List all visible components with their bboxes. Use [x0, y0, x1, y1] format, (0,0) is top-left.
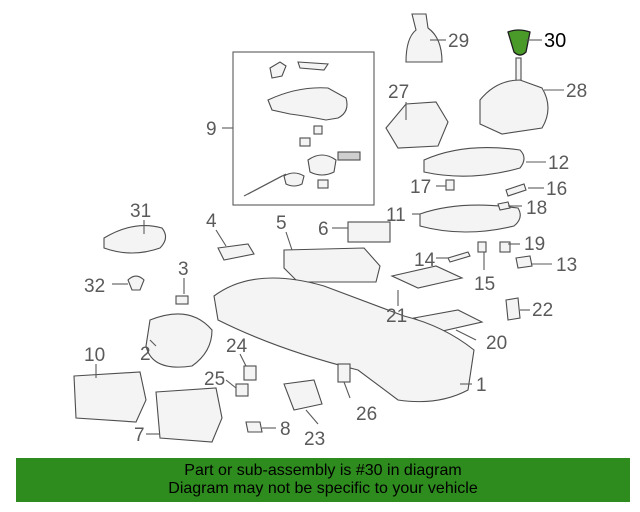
callout-31: 31	[130, 201, 151, 222]
callout-30: 30	[544, 30, 566, 52]
part-16	[505, 183, 527, 197]
part-23-module	[283, 379, 323, 411]
part-8	[245, 421, 263, 433]
callout-2: 2	[140, 344, 151, 365]
callout-6: 6	[318, 219, 329, 240]
callout-4: 4	[206, 211, 217, 232]
part-14	[447, 251, 471, 263]
part-17	[445, 179, 455, 191]
part-26	[337, 363, 351, 383]
banner-line-part: Part or sub-assembly is #30 in diagram	[184, 462, 462, 479]
part-28-shifter-assembly	[479, 57, 549, 135]
leader-lines	[95, 39, 564, 435]
part-1-console-body	[213, 277, 475, 403]
part-2-trim-panel	[145, 313, 213, 368]
part-10-side-trim	[73, 371, 147, 423]
part-18	[497, 201, 511, 211]
part-31-panel	[103, 225, 167, 254]
callout-5: 5	[276, 213, 287, 234]
part-25	[235, 383, 249, 397]
callout-8: 8	[280, 419, 291, 440]
part-30-shift-knob	[507, 29, 531, 56]
part-19	[499, 241, 511, 253]
callout-28: 28	[566, 81, 587, 102]
callout-3: 3	[178, 259, 189, 280]
part-32-clip	[127, 275, 145, 291]
part-7-side-trim	[155, 387, 223, 443]
callout-22: 22	[532, 300, 553, 321]
callout-25: 25	[204, 369, 225, 390]
part-11-armrest-base	[419, 204, 521, 233]
callout-18: 18	[526, 198, 547, 219]
inset-box-9	[232, 51, 375, 206]
callout-9: 9	[206, 119, 217, 140]
callout-1: 1	[476, 375, 487, 396]
part-3	[175, 295, 189, 305]
callout-23: 23	[304, 429, 325, 450]
callout-13: 13	[556, 255, 577, 276]
callout-26: 26	[356, 404, 377, 425]
callout-11: 11	[386, 205, 406, 226]
callout-16: 16	[546, 179, 567, 200]
callout-7: 7	[134, 425, 145, 446]
callout-24: 24	[226, 336, 248, 357]
callout-29: 29	[448, 31, 469, 52]
parts-diagram: 29 30 28 27 9 12 17 16 11 18 31 4 5 6 19…	[73, 13, 587, 450]
part-15	[477, 241, 487, 253]
part-13	[515, 255, 533, 269]
callout-21: 21	[386, 306, 407, 327]
part-6-storage	[347, 221, 391, 243]
part-5-bezel	[283, 247, 381, 283]
callout-10: 10	[84, 345, 105, 366]
banner-line-disclaimer: Diagram may not be specific to your vehi…	[168, 480, 478, 497]
part-27-shifter-base	[385, 101, 449, 149]
part-24	[243, 365, 257, 381]
callout-17: 17	[410, 177, 431, 198]
info-banner: Part or sub-assembly is #30 in diagram D…	[16, 458, 630, 502]
part-21-mat	[390, 265, 464, 289]
callout-20: 20	[486, 333, 507, 354]
callout-19: 19	[524, 234, 545, 255]
part-29-shift-boot	[405, 13, 443, 63]
part-12-armrest-lid	[423, 146, 525, 177]
part-22-bracket	[505, 297, 521, 321]
callout-12: 12	[548, 153, 569, 174]
callout-32: 32	[84, 276, 105, 297]
callout-14: 14	[414, 250, 436, 271]
part-9-assembly	[243, 61, 361, 197]
part-4-cover	[217, 243, 255, 261]
callout-27: 27	[388, 82, 409, 103]
callout-15: 15	[474, 274, 495, 295]
